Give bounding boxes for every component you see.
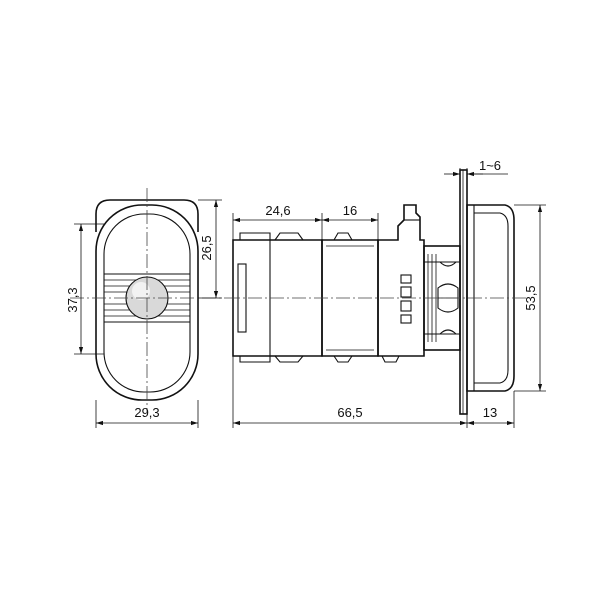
mounting-adaptor xyxy=(377,204,425,357)
front-bezel xyxy=(466,204,515,392)
dim-body-length-2: 16 xyxy=(343,203,357,218)
front-dimensions: 37,3 26,5 29,3 xyxy=(65,199,222,428)
dim-front-width: 29,3 xyxy=(134,405,159,420)
side-dimensions: 24,6 16 1~6 53,5 66,5 13 xyxy=(232,158,546,428)
dim-bezel-depth: 13 xyxy=(483,405,497,420)
dim-panel-thickness: 1~6 xyxy=(479,158,501,173)
side-view xyxy=(226,169,530,415)
dim-bezel-height: 53,5 xyxy=(523,285,538,310)
dim-total-length: 66,5 xyxy=(337,405,362,420)
dim-body-length-1: 24,6 xyxy=(265,203,290,218)
dim-front-top-offset: 26,5 xyxy=(199,235,214,260)
dim-front-height: 37,3 xyxy=(65,287,80,312)
mounting-panel xyxy=(459,169,468,415)
front-view xyxy=(70,188,226,412)
